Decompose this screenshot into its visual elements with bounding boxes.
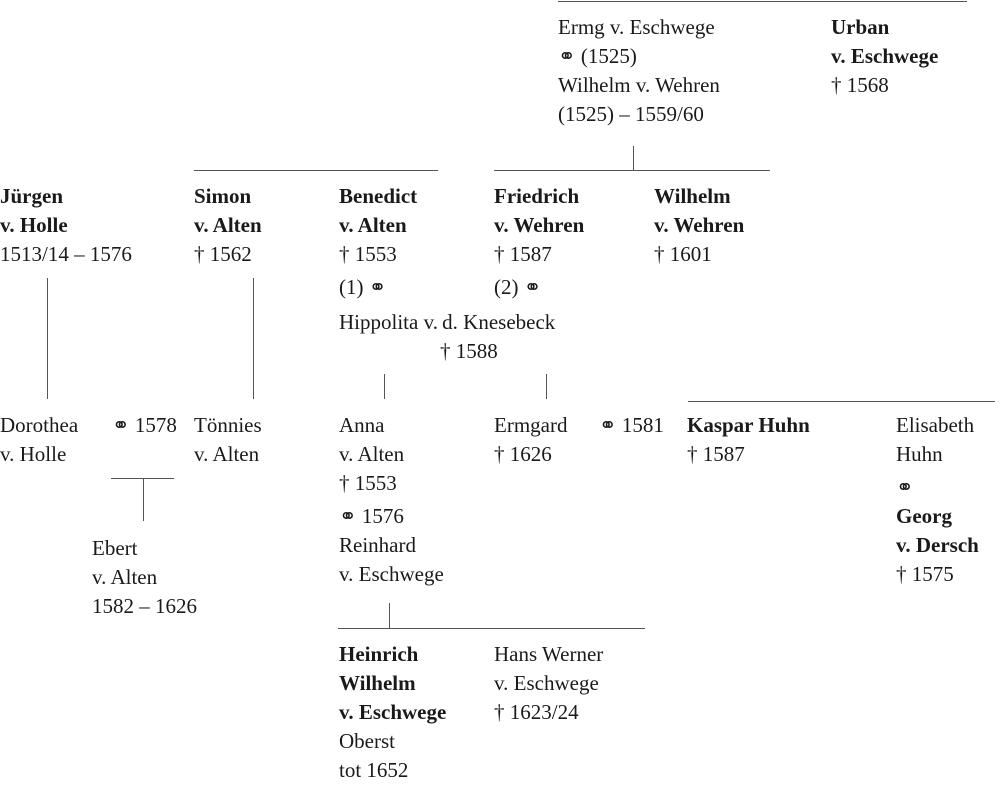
ermgard-marriage: ⚭ 1581 — [599, 413, 664, 437]
hippolita-dates: † 1588 — [440, 339, 498, 363]
ermgard-name: Ermgard — [494, 413, 568, 437]
line-wehren-descent — [633, 146, 634, 171]
person-dorothea: Dorothea v. Holle — [0, 411, 78, 469]
dorothea-marriage: ⚭ 1578 — [112, 413, 177, 437]
elisabeth-surname: Huhn — [896, 442, 943, 466]
dorothea-name: Dorothea — [0, 413, 79, 437]
benedict-dates: † 1553 — [339, 242, 397, 266]
person-juergen: Jürgen v. Holle 1513/14 – 1576 — [0, 182, 132, 269]
urban-dates: † 1568 — [831, 73, 889, 97]
friedrich-dates: † 1587 — [494, 242, 552, 266]
person-simon: Simon v. Alten † 1562 — [194, 182, 262, 269]
heinrich-rank: Oberst — [339, 729, 395, 753]
ebert-name: Ebert — [92, 536, 138, 560]
wilhelm-surname: v. Wehren — [654, 213, 745, 237]
toennies-name: Tönnies — [194, 413, 262, 437]
line-juergen-descent — [47, 278, 48, 399]
wilhelm-wehren-name: Wilhelm v. Wehren — [558, 73, 720, 97]
marriage-1525: ⚭ (1525) — [558, 44, 637, 68]
person-heinrich: Heinrich Wilhelm v. Eschwege Oberst tot … — [339, 640, 446, 785]
anna-name: Anna — [339, 413, 385, 437]
heinrich-second-name: Wilhelm — [339, 671, 416, 695]
juergen-surname: v. Holle — [0, 213, 68, 237]
urban-surname: v. Eschwege — [831, 44, 939, 68]
person-kaspar: Kaspar Huhn † 1587 — [687, 411, 810, 469]
kaspar-name: Kaspar Huhn — [687, 413, 810, 437]
person-elisabeth: Elisabeth Huhn ⚭ Georg v. Dersch † 1575 — [896, 411, 979, 589]
person-toennies: Tönnies v. Alten — [194, 411, 262, 469]
line-anna-descent — [389, 603, 390, 628]
friedrich-surname: v. Wehren — [494, 213, 585, 237]
line-friedrich-descent — [546, 374, 547, 399]
anna-surname: v. Alten — [339, 442, 405, 466]
line-simon-descent — [253, 278, 254, 399]
person-friedrich: Friedrich v. Wehren † 1587 — [494, 182, 584, 269]
friedrich-name: Friedrich — [494, 184, 580, 208]
benedict-surname: v. Alten — [339, 213, 407, 237]
georg-name: Georg — [896, 504, 952, 528]
couple-eschwege-wehren: Ermg v. Eschwege ⚭ (1525) Wilhelm v. Weh… — [558, 13, 720, 129]
georg-surname: v. Dersch — [896, 533, 979, 557]
person-benedict: Benedict v. Alten † 1553 — [339, 182, 417, 269]
juergen-name: Jürgen — [0, 184, 63, 208]
person-urban: Urban v. Eschwege † 1568 — [831, 13, 938, 100]
reinhard-surname: v. Eschwege — [339, 562, 444, 586]
elisabeth-marriage: ⚭ — [896, 475, 914, 499]
person-ermgard: Ermgard † 1626 — [494, 411, 567, 469]
line-eschwege-children — [338, 628, 645, 629]
benedict-name: Benedict — [339, 184, 418, 208]
hans-werner-surname: v. Eschwege — [494, 671, 599, 695]
line-wehren-siblings — [494, 170, 770, 171]
ermg-name: Ermg v. Eschwege — [558, 15, 715, 39]
benedict-marriage-marker: (1) ⚭ — [339, 275, 387, 299]
person-wilhelm-wehren: Wilhelm v. Wehren † 1601 — [654, 182, 744, 269]
wilhelm-dates: † 1601 — [654, 242, 712, 266]
toennies-surname: v. Alten — [194, 442, 260, 466]
heinrich-name: Heinrich — [339, 642, 419, 666]
ermgard-dates: † 1626 — [494, 442, 552, 466]
wilhelm-name: Wilhelm — [654, 184, 731, 208]
reinhard-name: Reinhard — [339, 533, 416, 557]
juergen-dates: 1513/14 – 1576 — [0, 242, 132, 266]
hippolita-name: Hippolita v. d. Knesebeck — [339, 310, 556, 334]
simon-dates: † 1562 — [194, 242, 252, 266]
line-dorothea-toennies — [111, 478, 174, 479]
line-benedict-descent — [384, 374, 385, 399]
person-ebert: Ebert v. Alten 1582 – 1626 — [92, 534, 197, 621]
anna-marriage: ⚭ 1576 — [339, 504, 404, 528]
anna-dates: † 1553 — [339, 471, 397, 495]
kaspar-dates: † 1587 — [687, 442, 745, 466]
dorothea-surname: v. Holle — [0, 442, 67, 466]
hans-werner-name: Hans Werner — [494, 642, 604, 666]
heinrich-surname: v. Eschwege — [339, 700, 447, 724]
line-ebert-descent — [143, 478, 144, 521]
hans-werner-dates: † 1623/24 — [494, 700, 579, 724]
person-anna: Anna v. Alten † 1553 ⚭ 1576 Reinhard v. … — [339, 411, 444, 589]
line-eschwege-top — [558, 1, 967, 2]
simon-surname: v. Alten — [194, 213, 262, 237]
simon-name: Simon — [194, 184, 252, 208]
line-huhn-siblings — [688, 401, 995, 402]
wilhelm-wehren-dates: (1525) – 1559/60 — [558, 102, 704, 126]
heinrich-death: tot 1652 — [339, 758, 409, 782]
ebert-surname: v. Alten — [92, 565, 158, 589]
urban-name: Urban — [831, 15, 890, 39]
person-hans-werner: Hans Werner v. Eschwege † 1623/24 — [494, 640, 603, 727]
georg-dates: † 1575 — [896, 562, 954, 586]
elisabeth-name: Elisabeth — [896, 413, 975, 437]
line-alten-siblings — [194, 170, 438, 171]
ebert-dates: 1582 – 1626 — [92, 594, 197, 618]
friedrich-marriage-marker: (2) ⚭ — [494, 275, 542, 299]
